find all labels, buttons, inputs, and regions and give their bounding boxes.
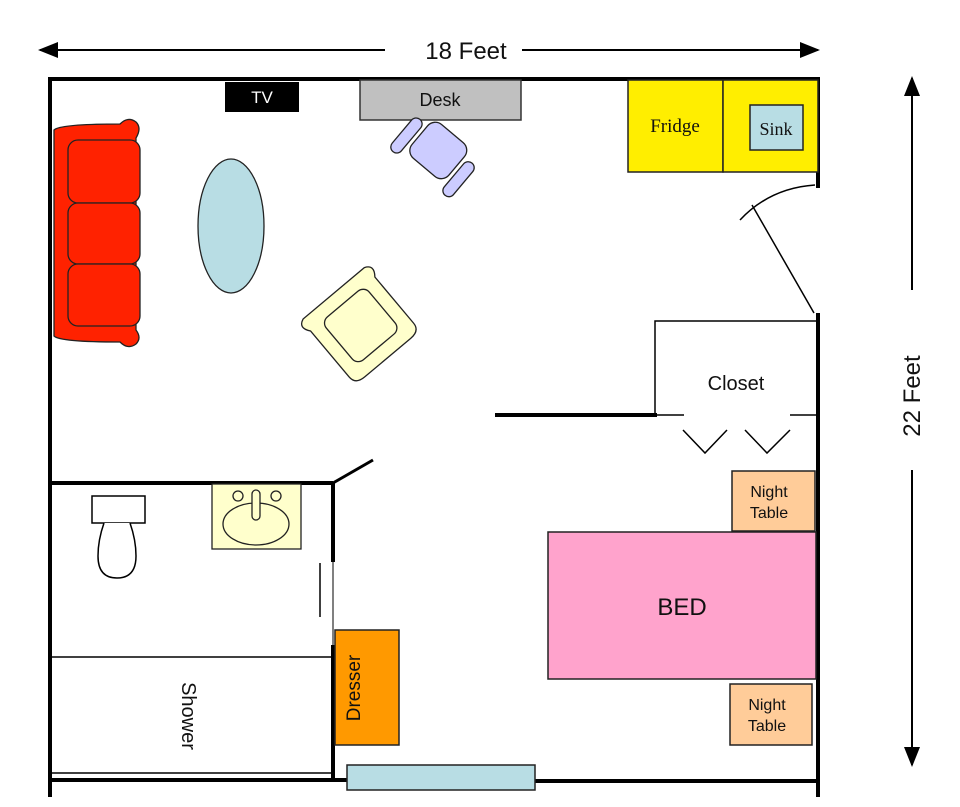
width-label: 18 Feet (425, 38, 507, 65)
toilet (91, 495, 146, 579)
dresser-label: Dresser (344, 654, 365, 721)
sofa (53, 118, 141, 348)
fridge: Fridge (627, 79, 724, 173)
sink-label: Sink (759, 119, 792, 139)
dresser: Dresser (334, 629, 400, 746)
night-table-label: Night (748, 697, 786, 714)
tv: TV (225, 82, 299, 112)
oval-rug (197, 158, 265, 294)
kitchen-sink (749, 104, 804, 151)
desk-label: Desk (419, 90, 461, 110)
shower (50, 656, 333, 774)
shower-label: Shower (177, 682, 199, 750)
kitchen-counter: Sink (722, 79, 819, 173)
height-dimension: 22 Feet (899, 76, 926, 767)
night-table-bottom: Night Table (729, 683, 813, 746)
window (346, 764, 536, 791)
walls (48, 77, 820, 797)
night-table-label: Table (748, 718, 786, 735)
bed-label: BED (657, 594, 706, 621)
tv-label: TV (251, 88, 273, 107)
closet-label: Closet (708, 373, 765, 395)
closet-door-right[interactable] (744, 429, 791, 455)
closet (654, 320, 818, 455)
closet-door-left[interactable] (682, 429, 728, 455)
entry-door[interactable] (739, 184, 816, 314)
desk-chair (390, 117, 475, 198)
night-table-top: Night Table (731, 470, 816, 532)
night-table-label: Night (750, 484, 788, 501)
height-label: 22 Feet (899, 355, 926, 437)
night-table-label: Table (750, 505, 788, 522)
fridge-label: Fridge (650, 116, 700, 137)
desk: Desk (359, 79, 522, 121)
bed: BED (547, 531, 817, 680)
armchair (300, 266, 417, 382)
bathroom-sink (211, 483, 302, 550)
width-dimension: 18 Feet (38, 38, 820, 65)
